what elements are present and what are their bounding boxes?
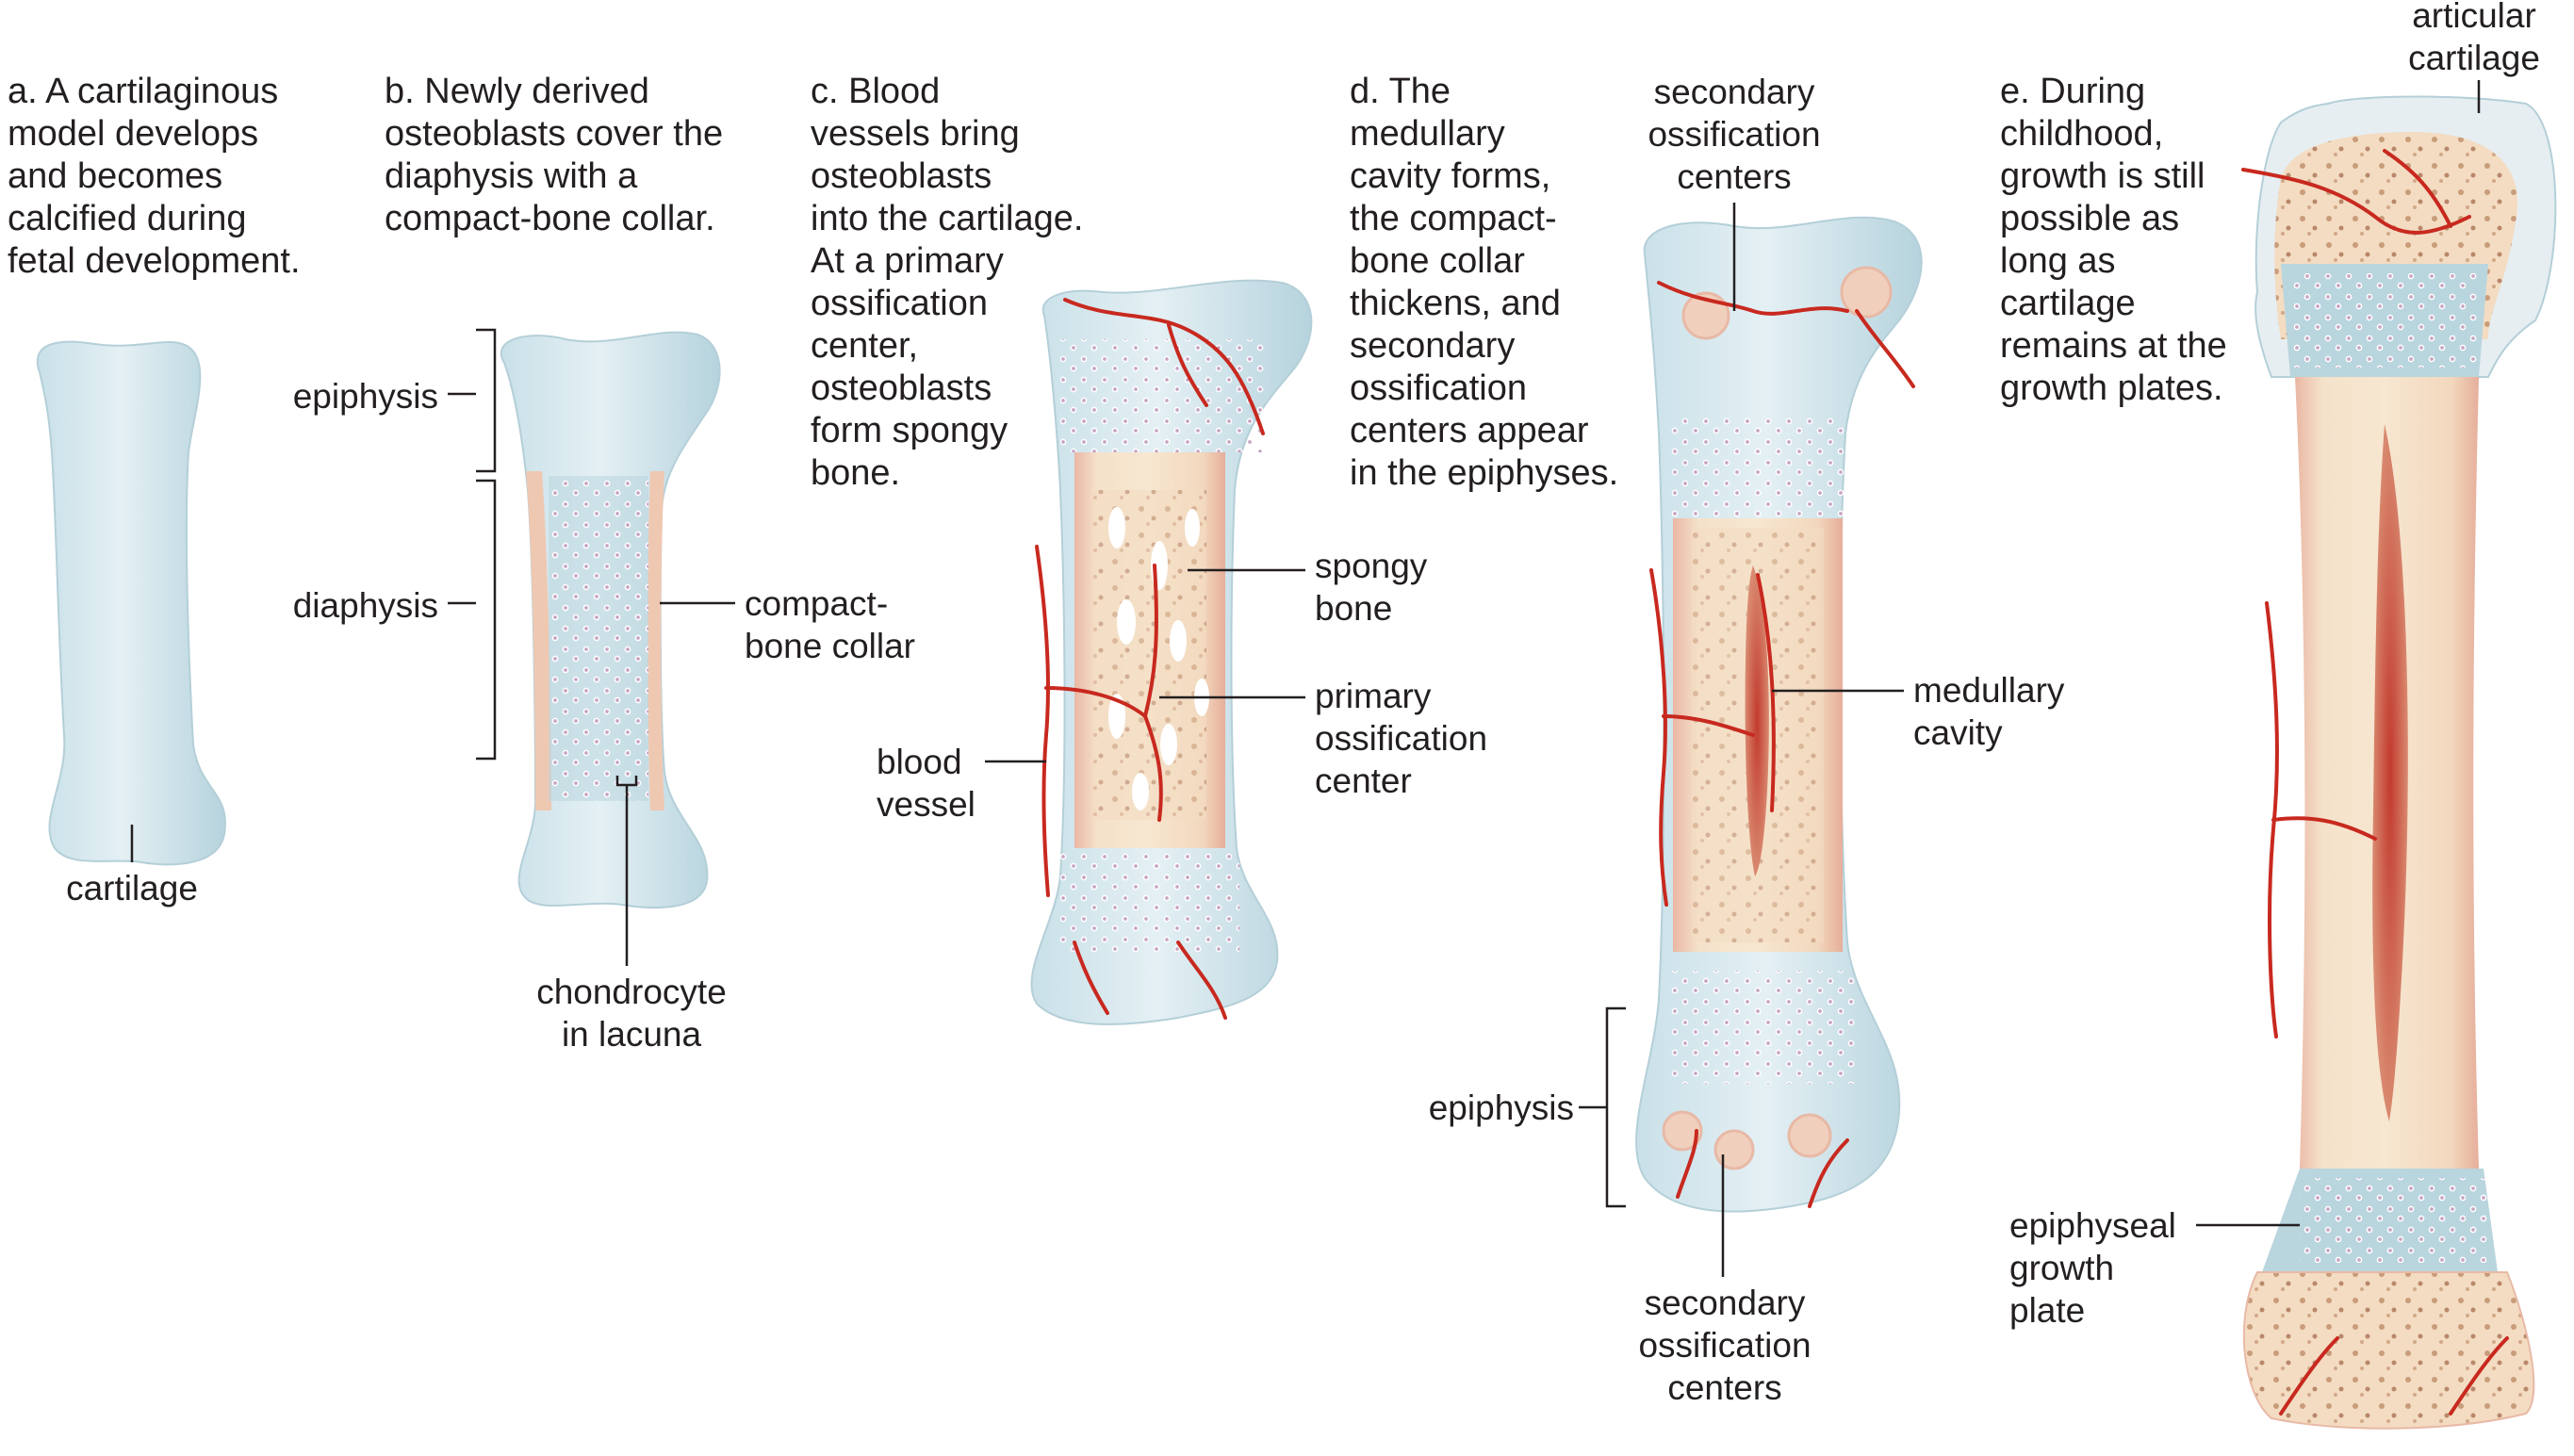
label-secondary-ossification-centers-bottom: secondary ossification centers xyxy=(1598,1282,1852,1409)
label-line: primary xyxy=(1315,677,1432,715)
label-secondary-ossification-centers-top: secondary ossification centers xyxy=(1607,71,1861,198)
caption-line: cartilage xyxy=(2000,284,2136,323)
label-line: ossification xyxy=(1638,1326,1812,1365)
label-line: ossification xyxy=(1648,115,1821,154)
caption-line: a. A cartilaginous xyxy=(8,72,279,111)
label-line: chondrocyte xyxy=(536,973,727,1011)
label-line: compact- xyxy=(745,584,889,623)
caption-line: compact-bone collar. xyxy=(385,199,715,238)
caption-line: fetal development. xyxy=(8,241,301,281)
caption-line: and becomes xyxy=(8,156,223,196)
caption-line: osteoblasts cover the xyxy=(385,114,724,154)
label-line: cartilage xyxy=(2408,39,2540,77)
label-line: bone xyxy=(1315,589,1393,628)
stage-e-childhood-bone xyxy=(2241,95,2557,1430)
caption-line: ossification xyxy=(1350,368,1527,408)
caption-line: form spongy xyxy=(811,411,1008,450)
caption-line: in the epiphyses. xyxy=(1350,453,1619,493)
caption-line: d. The xyxy=(1350,72,1451,111)
caption-line: secondary xyxy=(1350,326,1516,366)
caption-line: diaphysis with a xyxy=(385,156,638,196)
leader-lines xyxy=(130,80,2481,1277)
label-line: epiphyseal xyxy=(2009,1206,2176,1245)
caption-line: into the cartilage. xyxy=(811,199,1084,238)
label-line: in lacuna xyxy=(561,1015,702,1054)
caption-stage-d: d. The medullary cavity forms, the compa… xyxy=(1350,71,1618,495)
label-medullary-cavity: medullary cavity xyxy=(1913,669,2064,754)
caption-line: bone collar xyxy=(1350,241,1525,281)
caption-line: remains at the xyxy=(2000,326,2227,366)
label-line: ossification xyxy=(1315,719,1488,758)
caption-line: ossification xyxy=(811,284,988,323)
stage-a-cartilage-model xyxy=(36,340,226,866)
label-chondrocyte-in-lacuna: chondrocyte in lacuna xyxy=(509,971,754,1055)
label-epiphysis-b: epiphysis xyxy=(292,377,438,416)
label-line: center xyxy=(1315,761,1412,800)
caption-line: long as xyxy=(2000,241,2116,281)
caption-stage-b: b. Newly derived osteoblasts cover the d… xyxy=(385,71,723,240)
label-line: cavity xyxy=(1913,713,2003,752)
label-line: blood xyxy=(877,743,962,781)
caption-line: the compact- xyxy=(1350,199,1557,238)
caption-stage-a: a. A cartilaginous model develops and be… xyxy=(8,71,301,283)
label-line: centers xyxy=(1677,157,1792,196)
caption-line: center, xyxy=(811,326,919,366)
caption-stage-c: c. Blood vessels bring osteoblasts into … xyxy=(811,71,1083,495)
stage-b-collar-model xyxy=(500,331,721,909)
label-spongy-bone: spongy bone xyxy=(1315,545,1427,630)
caption-line: centers appear xyxy=(1350,411,1589,450)
caption-line: osteoblasts xyxy=(811,156,992,196)
label-line: centers xyxy=(1667,1368,1782,1407)
label-line: articular xyxy=(2412,0,2536,35)
label-epiphysis-d: epiphysis xyxy=(1428,1088,1574,1127)
label-blood-vessel: blood vessel xyxy=(877,741,975,826)
caption-line: growth is still xyxy=(2000,156,2205,196)
caption-line: c. Blood xyxy=(811,72,941,111)
label-cartilage: cartilage xyxy=(66,869,198,908)
label-epiphyseal-growth-plate: epiphyseal growth plate xyxy=(2009,1204,2176,1332)
label-line: medullary xyxy=(1913,671,2065,710)
caption-line: cavity forms, xyxy=(1350,156,1551,196)
caption-line: thickens, and xyxy=(1350,284,1561,323)
stage-d-medullary-cavity xyxy=(1635,216,1923,1213)
stage-c-primary-ossification xyxy=(1030,279,1313,1025)
caption-line: possible as xyxy=(2000,199,2180,238)
label-primary-ossification-center: primary ossification center xyxy=(1315,675,1487,802)
label-line: plate xyxy=(2009,1291,2086,1330)
label-articular-cartilage: articular cartilage xyxy=(2380,0,2568,79)
caption-line: medullary xyxy=(1350,114,1505,154)
caption-line: osteoblasts xyxy=(811,368,992,408)
label-line: spongy xyxy=(1315,547,1428,585)
caption-line: calcified during xyxy=(8,199,247,238)
caption-line: b. Newly derived xyxy=(385,72,649,111)
label-line: secondary xyxy=(1653,73,1815,111)
label-diaphysis: diaphysis xyxy=(292,586,438,625)
caption-line: growth plates. xyxy=(2000,368,2223,408)
caption-line: childhood, xyxy=(2000,114,2164,154)
label-line: secondary xyxy=(1644,1284,1806,1322)
caption-line: model develops xyxy=(8,114,259,154)
label-compact-bone-collar: compact- bone collar xyxy=(745,582,915,667)
caption-line: At a primary xyxy=(811,241,1004,281)
caption-line: vessels bring xyxy=(811,114,1020,154)
label-line: growth xyxy=(2009,1249,2115,1287)
caption-stage-e: e. During childhood, growth is still pos… xyxy=(2000,71,2227,410)
label-line: bone collar xyxy=(745,627,916,665)
caption-line: bone. xyxy=(811,453,901,493)
label-line: vessel xyxy=(877,785,975,824)
caption-line: e. During xyxy=(2000,72,2146,111)
